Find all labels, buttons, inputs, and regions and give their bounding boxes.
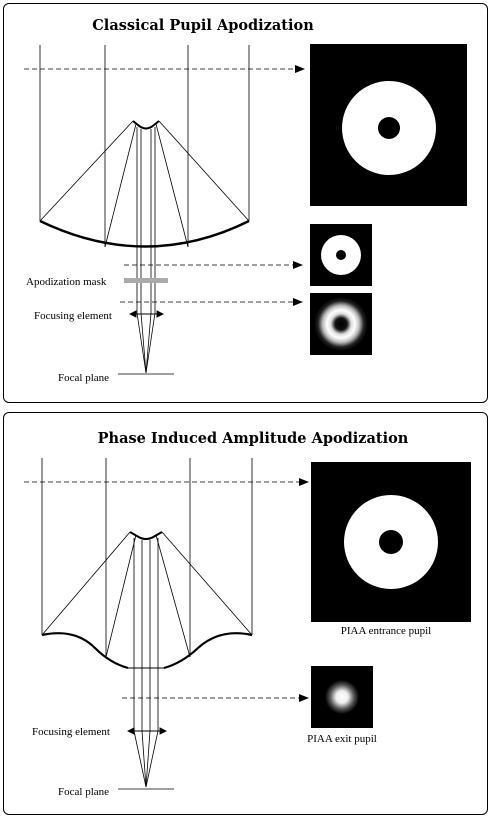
top-focusing-element-label: Focusing element (34, 310, 112, 322)
piaa-entrance-pupil-image (311, 462, 471, 622)
piaa-exit-pupil-label: PIAA exit pupil (307, 733, 377, 745)
focusing-element-arrow (128, 310, 165, 318)
apodized-pupil-image (310, 224, 372, 286)
top-focal-plane-label: Focal plane (58, 372, 109, 384)
piaa-exit-pupil-image (311, 666, 373, 728)
top-optics-diagram (39, 45, 250, 375)
top-pupil-image (310, 44, 467, 206)
piaa-focusing-element-label: Focusing element (32, 726, 110, 738)
top-panel-title: Classical Pupil Apodization (92, 17, 314, 34)
piaa-optics-diagram (41, 458, 253, 790)
bottom-panel-title: Phase Induced Amplitude Apodization (98, 430, 409, 447)
piaa-focal-plane-label: Focal plane (58, 786, 109, 798)
piaa-focusing-element-arrow (126, 727, 168, 735)
apodization-mask (124, 278, 168, 283)
smooth-apodized-pupil-image (310, 293, 372, 355)
piaa-entrance-pupil-label: PIAA entrance pupil (341, 625, 431, 637)
apodization-mask-label: Apodization mask (26, 276, 107, 288)
